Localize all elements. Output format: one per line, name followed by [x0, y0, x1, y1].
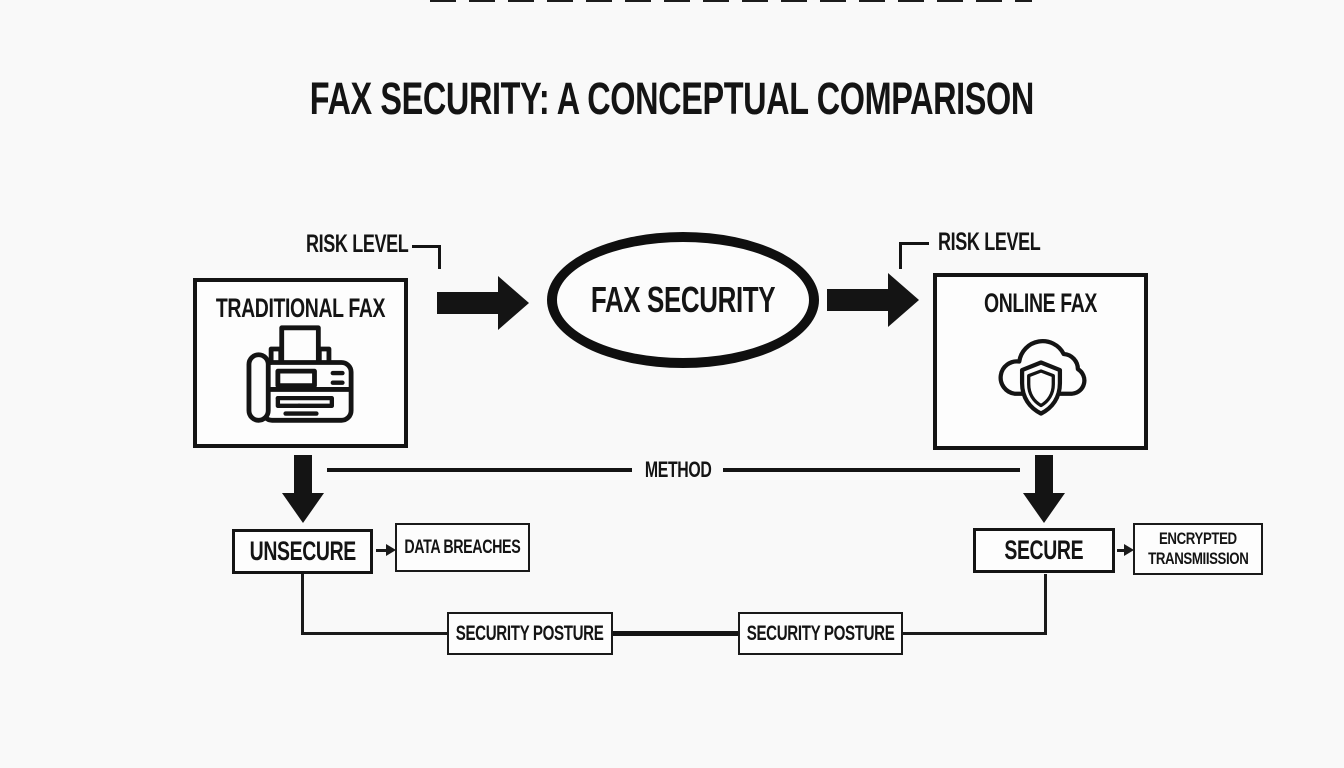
- connector-left-horizontal: [301, 632, 449, 635]
- arrow-head: [282, 493, 324, 523]
- fax-security-label: FAX SECURITY: [590, 279, 776, 320]
- risk-bracket-left-vertical: [438, 245, 441, 269]
- method-line-right: [723, 468, 1020, 472]
- fax-security-ellipse: FAX SECURITY: [547, 232, 819, 368]
- data-breaches-box: DATA BREACHES: [395, 523, 530, 572]
- page-title: FAX SECURITY: A CONCEPTUAL COMPARISON: [0, 76, 1344, 121]
- connector-right-vertical: [1044, 574, 1047, 635]
- unsecure-box: UNSECURE: [232, 529, 373, 574]
- traditional-fax-title: TRADITIONAL FAX: [215, 293, 386, 323]
- method-label: METHOD: [644, 457, 712, 482]
- security-posture-box-right: SECURITY POSTURE: [738, 612, 903, 655]
- security-posture-box-left: SECURITY POSTURE: [447, 612, 613, 655]
- thin-arrow-right-line: [1117, 549, 1128, 552]
- secure-box: SECURE: [973, 528, 1115, 573]
- risk-bracket-left-horizontal: [412, 245, 441, 248]
- connector-middle: [612, 631, 739, 636]
- risk-level-label-right: RISK LEVEL: [938, 228, 1041, 256]
- online-fax-box: ONLINE FAX: [933, 273, 1148, 450]
- connector-right-horizontal: [901, 632, 1047, 635]
- cloud-shield-icon: [998, 339, 1086, 416]
- fax-machine-icon: [246, 325, 354, 423]
- arrow-shaft: [437, 292, 499, 314]
- arrow-down-traditional: [282, 455, 324, 523]
- arrow-traditional-to-center: [437, 276, 529, 330]
- thin-arrow-left-line: [376, 549, 389, 552]
- arrow-center-to-online: [827, 273, 919, 327]
- risk-bracket-right-vertical: [899, 242, 902, 269]
- risk-level-label-left: RISK LEVEL: [306, 230, 409, 258]
- online-fax-title: ONLINE FAX: [983, 288, 1098, 318]
- top-dashed-line: [430, 0, 1032, 2]
- connector-left-vertical: [301, 574, 304, 635]
- arrow-head: [498, 276, 529, 330]
- traditional-fax-box: TRADITIONAL FAX: [193, 278, 408, 448]
- arrow-shaft: [827, 289, 889, 311]
- arrow-shaft: [294, 455, 312, 494]
- page-title-text: FAX SECURITY: A CONCEPTUAL COMPARISON: [309, 73, 1035, 124]
- encrypted-transmission-box: ENCRYPTED TRANSMIISSION: [1133, 523, 1263, 575]
- arrow-head: [888, 273, 919, 327]
- arrow-shaft: [1035, 455, 1053, 494]
- thin-arrow-right-head: [1124, 544, 1134, 556]
- method-line-left: [327, 468, 632, 472]
- arrow-head: [1023, 493, 1065, 523]
- thin-arrow-left-head: [386, 544, 396, 556]
- arrow-down-online: [1023, 455, 1065, 523]
- risk-bracket-right-horizontal: [899, 242, 929, 245]
